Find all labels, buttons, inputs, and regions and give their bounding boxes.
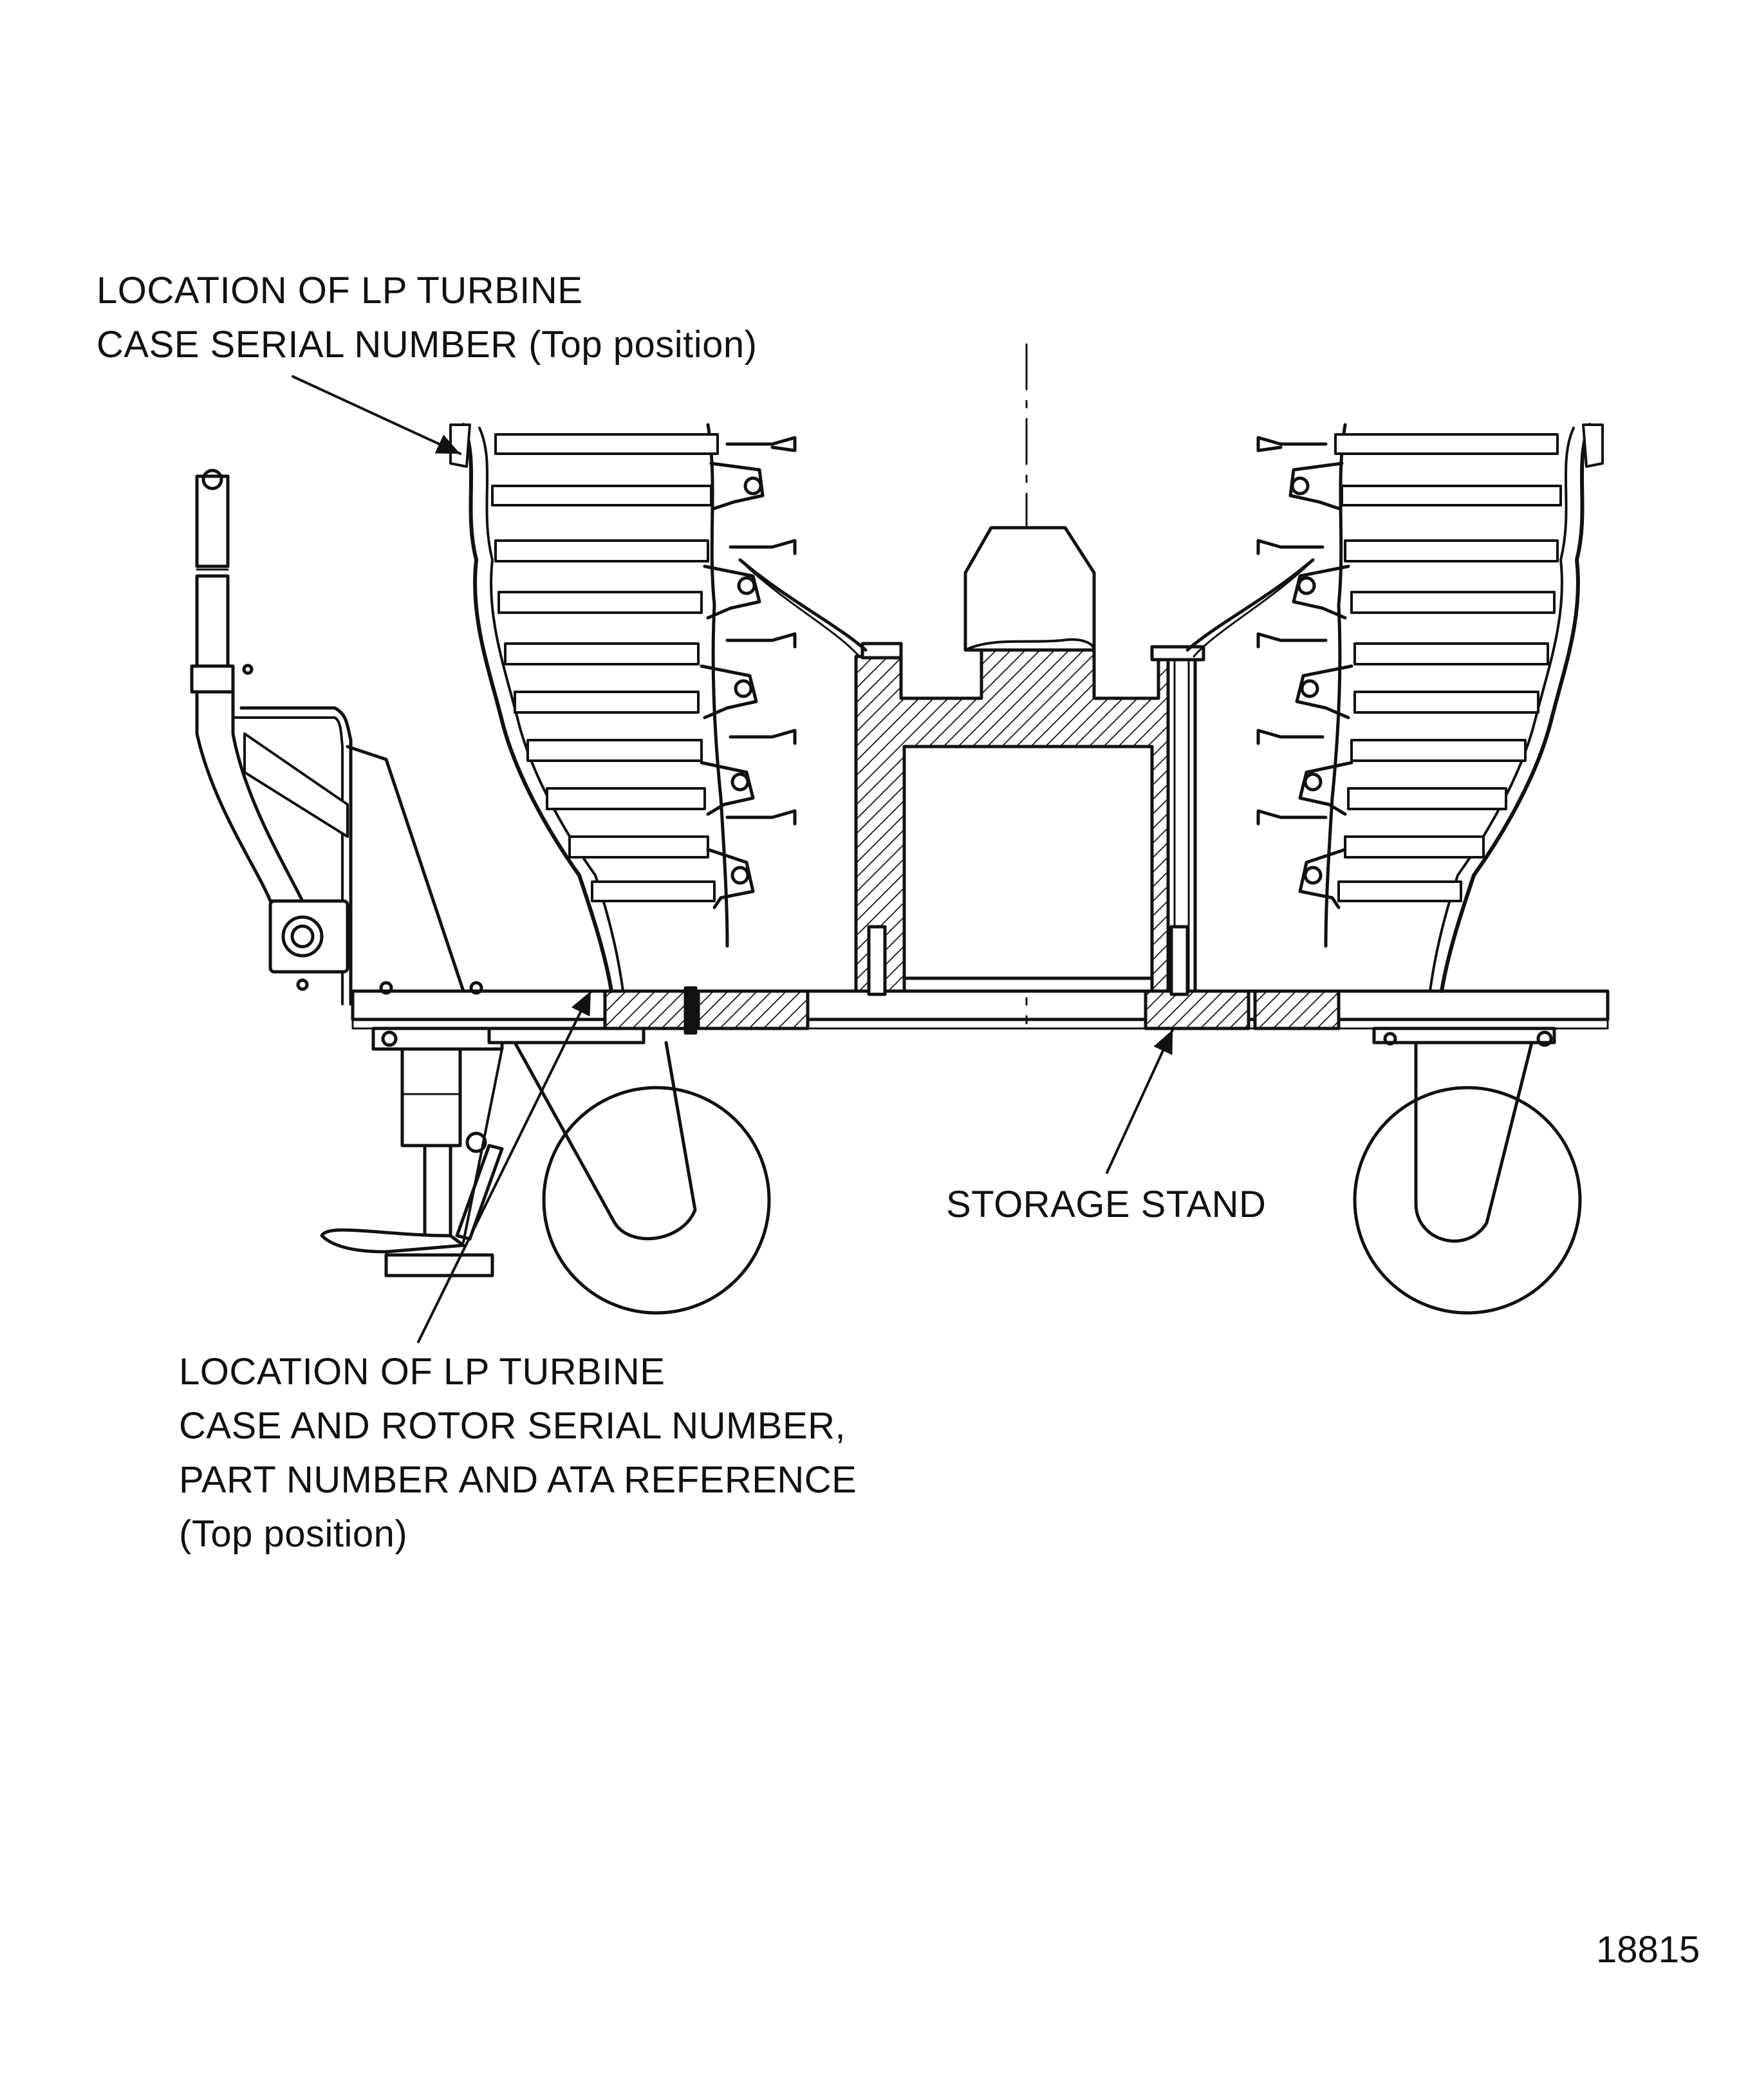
left-caster-wheel [487, 1027, 771, 1315]
leader-arrow-storage-stand [1106, 1028, 1174, 1174]
left-support-arm [738, 558, 868, 652]
leader-arrow-case-serial-top [292, 375, 461, 455]
leader-arrow-case-rotor-serial [417, 990, 592, 1343]
callout-line: CASE SERIAL NUMBER (Top position) [97, 324, 758, 366]
callout-line: CASE AND ROTOR SERIAL NUMBER, [179, 1405, 846, 1447]
callout-line: STORAGE STAND [946, 1184, 1267, 1225]
callout-storage-stand: STORAGE STAND [946, 1178, 1266, 1232]
callout-case-rotor-serial-number: LOCATION OF LP TURBINE CASE AND ROTOR SE… [179, 1345, 857, 1561]
left-blade-roots [725, 436, 797, 826]
left-turbine-case-section [449, 423, 868, 993]
callout-line: LOCATION OF LP TURBINE [97, 270, 583, 311]
tow-handle [190, 469, 483, 1006]
right-turbine-case-section [1185, 423, 1604, 993]
left-stage-vanes [491, 433, 719, 902]
callout-line: PART NUMBER AND ATA REFERENCE [179, 1459, 857, 1501]
figure-number: 18815 [1596, 1929, 1700, 1971]
right-caster-wheel [1353, 1027, 1582, 1315]
callout-line: (Top position) [179, 1513, 408, 1555]
callout-case-serial-number-top: LOCATION OF LP TURBINE CASE SERIAL NUMBE… [97, 264, 757, 372]
callout-line: LOCATION OF LP TURBINE [179, 1351, 665, 1393]
left-disc-flanges [700, 461, 765, 909]
central-pedestal [854, 526, 1205, 996]
parking-brake [320, 1027, 504, 1278]
base-plate [351, 986, 1610, 1035]
